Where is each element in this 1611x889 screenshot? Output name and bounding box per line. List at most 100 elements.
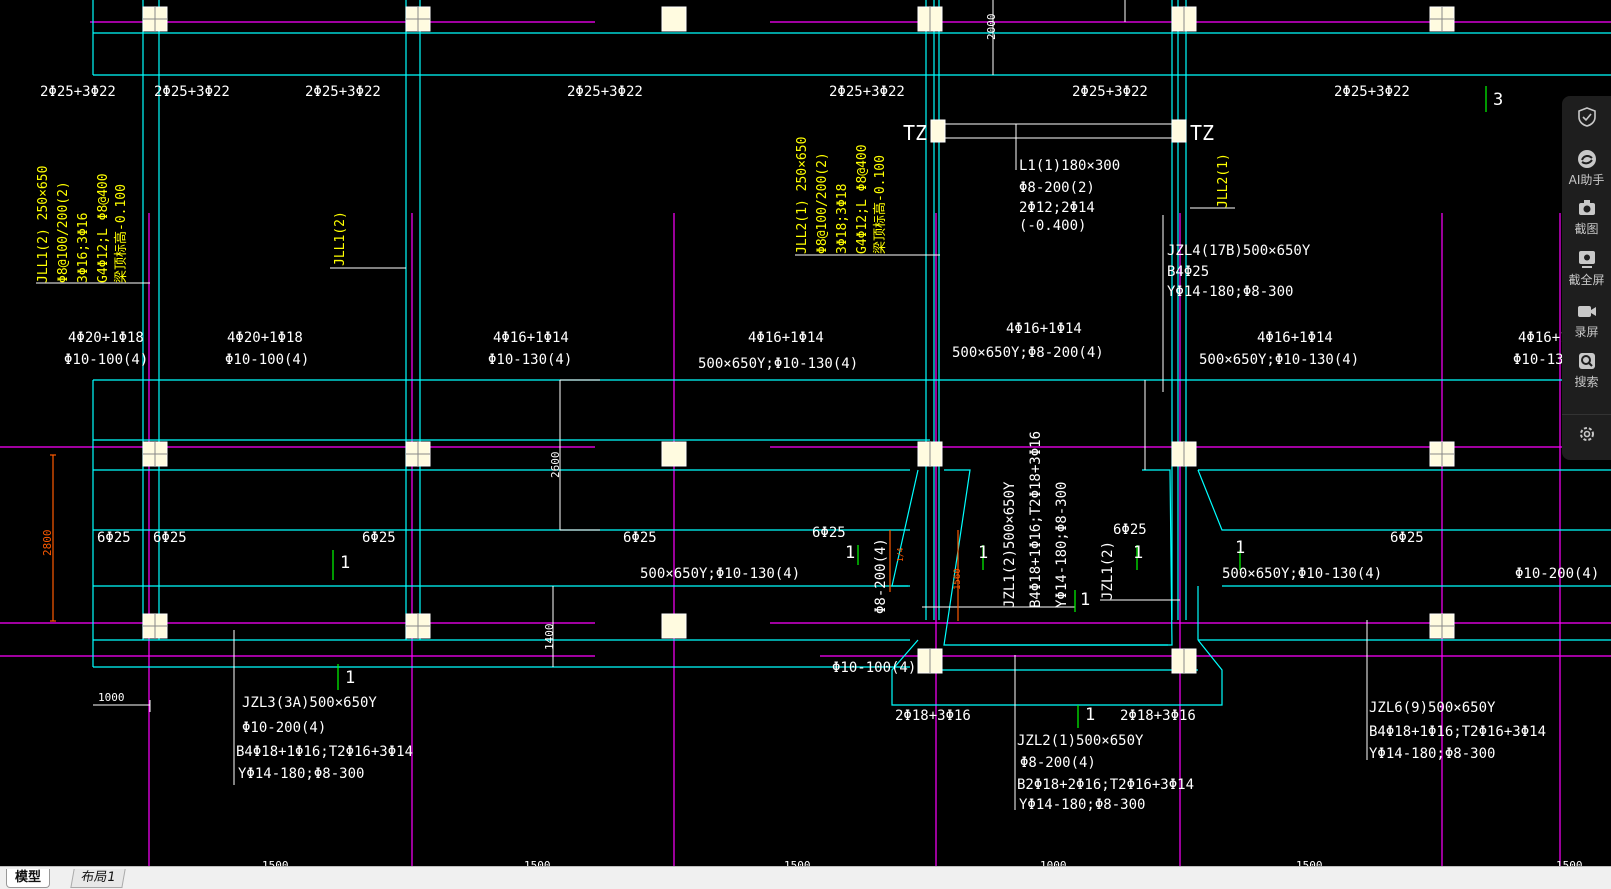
stair-rebar: 2Φ18+3Φ16	[895, 708, 971, 724]
mid-rebar-bottom: 500×650Y;Φ10-130(4)	[1199, 352, 1360, 368]
stair-spec: Φ10-100(4)	[832, 660, 917, 676]
jzl2-line: YΦ14-180;Φ8-300	[1019, 797, 1146, 813]
jzl1-short-label: JZL1(2)	[1100, 540, 1116, 600]
jzl2-line: JZL2(1)500×650Y	[1017, 733, 1144, 749]
jzl6-line: YΦ14-180;Φ8-300	[1369, 746, 1496, 762]
section-mark-1: 1	[1133, 543, 1144, 563]
jll1-block-line: Φ8@100/200(2)	[56, 181, 71, 283]
top-rebar-label: 2Φ25+3Φ22	[829, 84, 905, 100]
shield-check-icon	[1577, 107, 1596, 127]
jzl6-line: JZL6(9)500×650Y	[1369, 700, 1496, 716]
jzl3-line: Φ10-200(4)	[242, 720, 327, 736]
shield-button[interactable]	[1562, 106, 1611, 128]
jzl2-line: B2Φ18+2Φ16;T2Φ16+3Φ14	[1017, 777, 1195, 793]
bottom-rebar-label: 6Φ25	[623, 530, 657, 546]
fullscreen-capture-button[interactable]: 截全屏	[1562, 248, 1611, 288]
jzl1-block-line: JZL1(2)500×650Y	[1002, 481, 1018, 608]
camera-icon	[1578, 200, 1595, 215]
beam-spec: 500×650Y;Φ10-130(4)	[640, 566, 801, 582]
dim-2600: 2600	[549, 451, 562, 479]
search-button[interactable]: 搜索	[1562, 350, 1611, 390]
mid-rebar-bottom: Φ10-100(4)	[64, 352, 149, 368]
jll2-short-label: JLL2(1)	[1216, 153, 1231, 208]
mid-rebar-bottom: Φ10-130(4)	[488, 352, 573, 368]
section-mark-1: 1	[340, 553, 351, 573]
screenshot-label: 截图	[1574, 222, 1599, 236]
section-mark-1: 1	[978, 543, 989, 563]
jzl3-line: YΦ14-180;Φ8-300	[238, 766, 365, 782]
top-rebar-label: 2Φ25+3Φ22	[305, 84, 381, 100]
drawing-lines	[0, 0, 1611, 866]
jll1-block-line: JLL1(2) 250×650	[36, 165, 51, 283]
mid-rebar-top: 4Φ16+1Φ14	[1257, 330, 1333, 346]
mid-rebar-top: 4Φ16+1Φ14	[748, 330, 824, 346]
jzl2-line: Φ8-200(4)	[1020, 755, 1096, 771]
l1-beam-line: 2Φ12;2Φ14	[1019, 200, 1095, 216]
jzl3-line: B4Φ18+1Φ16;T2Φ16+3Φ14	[236, 744, 414, 760]
tz-label: TZ	[1190, 121, 1215, 145]
l1-beam-line: (-0.400)	[1019, 218, 1087, 234]
mid-rebar-bottom: 500×650Y;Φ10-130(4)	[698, 356, 859, 372]
dim-1400: 1400	[543, 623, 556, 651]
bottom-rebar-label: 6Φ25	[1390, 530, 1424, 546]
tab-model[interactable]: 模型	[6, 869, 51, 888]
dim-1560: 1560	[953, 568, 963, 590]
mid-rebar-top: 4Φ16+1Φ14	[1006, 321, 1082, 337]
section-mark-1: 1	[345, 668, 356, 688]
jll2-block-line: 梁顶标高-0.100	[873, 155, 888, 254]
l1-beam-line: Φ8-200(2)	[1019, 180, 1095, 196]
record-screen-button[interactable]: 录屏	[1562, 300, 1611, 340]
settings-button[interactable]	[1562, 414, 1611, 445]
right-floating-toolbar: AI助手 截图 截全屏 录屏 搜索	[1562, 96, 1611, 460]
record-screen-label: 录屏	[1574, 325, 1599, 339]
search-label: 搜索	[1574, 375, 1599, 389]
jll2-block-line: G4Φ12;L Φ8@400	[855, 144, 870, 254]
dim-1000: 1000	[98, 691, 125, 704]
screenshot-button[interactable]: 截图	[1562, 197, 1611, 237]
jzl4-line: JZL4(17B)500×650Y	[1167, 243, 1311, 259]
bottom-rebar-label: 6Φ25	[362, 530, 396, 546]
mid-rebar-top: 4Φ16+1Φ14	[493, 330, 569, 346]
section-mark-1: 1	[1080, 590, 1091, 610]
tz-label: TZ	[903, 121, 928, 145]
dim-2800: 2800	[41, 529, 54, 557]
top-rebar-label: 2Φ25+3Φ22	[1334, 84, 1410, 100]
ai-assistant-icon	[1577, 150, 1596, 168]
jzl4-line: B4Φ25	[1167, 264, 1210, 280]
section-mark-1: 1	[1235, 538, 1246, 558]
jzl1-block-line: B4Φ18+1Φ16;T2Φ18+3Φ16	[1028, 430, 1044, 608]
jll1-block-line: 梁顶标高-0.100	[114, 184, 129, 283]
ai-assistant-button[interactable]: AI助手	[1562, 148, 1611, 188]
bottom-rebar-label: 6Φ25	[1113, 522, 1147, 538]
top-rebar-label: 2Φ25+3Φ22	[40, 84, 116, 100]
jzl4-line: YΦ14-180;Φ8-300	[1167, 284, 1294, 300]
bottom-rebar-label: 6Φ25	[97, 530, 131, 546]
mid-rebar-bottom: 500×650Y;Φ8-200(4)	[952, 345, 1104, 361]
search-icon	[1578, 353, 1595, 369]
stair-spec: Φ8-200(4)	[873, 538, 889, 614]
jll1-block-line: 3Φ16;3Φ16	[76, 212, 91, 283]
tab-layout1[interactable]: 布局1	[70, 869, 126, 888]
beam-spec: 500×650Y;Φ10-130(4)	[1222, 566, 1383, 582]
top-rebar-label: 2Φ25+3Φ22	[1072, 84, 1148, 100]
jzl6-line: B4Φ18+1Φ16;T2Φ16+3Φ14	[1369, 724, 1547, 740]
jll2-block-line: 3Φ18;3Φ18	[835, 183, 850, 254]
jll1-short-label: JLL1(2)	[333, 211, 348, 266]
bottom-rebar-label: 6Φ25	[812, 525, 846, 541]
gear-icon	[1579, 427, 1594, 441]
jll2-block-line: Φ8@100/200(2)	[815, 152, 830, 254]
jzl3-line: JZL3(3A)500×650Y	[242, 695, 377, 711]
dim-2000: 2000	[985, 13, 998, 41]
mid-rebar-top: 4Φ20+1Φ18	[68, 330, 144, 346]
top-rebar-label: 2Φ25+3Φ22	[154, 84, 230, 100]
l1-beam-line: L1(1)180×300	[1019, 158, 1121, 174]
fullscreen-capture-label: 截全屏	[1568, 273, 1605, 287]
section-mark-1: 1	[845, 543, 856, 563]
jll2-block-line: JLL2(1) 250×650	[795, 136, 810, 254]
fullscreen-capture-icon	[1578, 251, 1595, 268]
section-mark-3: 3	[1493, 90, 1504, 110]
stair-rebar: 2Φ18+3Φ16	[1120, 708, 1196, 724]
jll1-block-line: G4Φ12;L Φ8@400	[96, 173, 111, 283]
layout-tab-bar: 模型 布局1	[0, 866, 1611, 889]
